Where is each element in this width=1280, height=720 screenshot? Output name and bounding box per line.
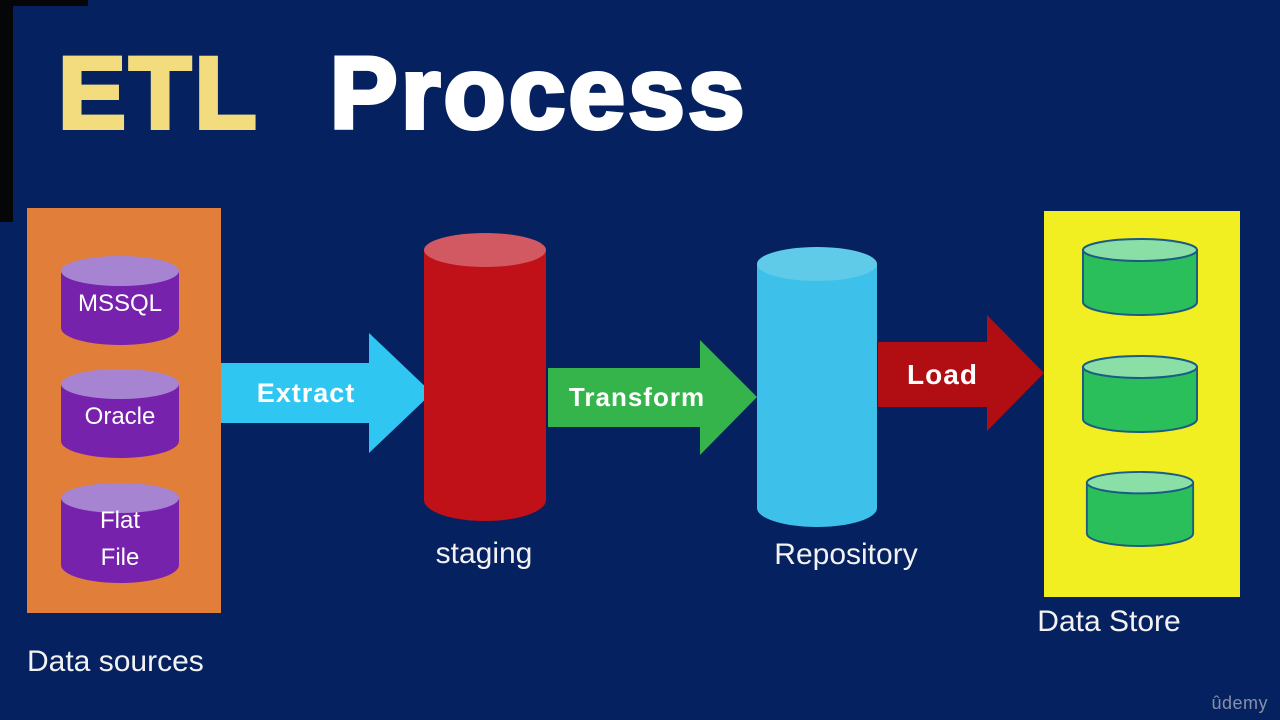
data-sources-caption: Data sources	[27, 645, 204, 678]
top-edge-artifact	[0, 0, 88, 6]
extract-label: Extract	[256, 377, 356, 408]
cylinder-body	[1082, 366, 1198, 433]
data-store-cylinder-1-icon	[1082, 238, 1198, 316]
cylinder-top-face	[1085, 470, 1195, 495]
cylinder-top-face	[757, 247, 877, 281]
mssql-label: MSSQL	[77, 290, 163, 317]
udemy-logo: ûdemy	[1211, 693, 1268, 713]
flat-file-label: Flat File	[61, 501, 179, 577]
cylinder-top-face	[424, 233, 546, 267]
arrow-shape	[548, 340, 757, 455]
oracle-label: Oracle	[84, 403, 156, 430]
cylinder-body	[1082, 249, 1198, 316]
cylinder-body	[757, 264, 877, 527]
flat-file-label-line1: Flat	[99, 506, 140, 534]
page-title: ETL Process	[56, 37, 748, 148]
cylinder-top-face	[61, 483, 179, 513]
left-edge-artifact	[0, 0, 13, 222]
load-label: Load	[907, 358, 978, 390]
transform-label: Transform	[568, 382, 706, 412]
transform-arrow-icon	[548, 340, 757, 455]
arrow-shape	[878, 315, 1044, 431]
cylinder-body	[61, 271, 179, 345]
repository-caption: Repository	[774, 538, 918, 571]
oracle-database-cylinder-icon	[61, 369, 179, 458]
data-store-cylinder-3-icon	[1085, 470, 1195, 548]
mssql-database-cylinder-icon	[61, 256, 179, 345]
cylinder-body	[61, 498, 179, 583]
data-store-cylinder-2-icon	[1082, 355, 1198, 433]
staging-caption: staging	[435, 537, 533, 570]
title-word-process: Process	[328, 36, 748, 150]
cylinder-top-face	[61, 369, 179, 399]
flat-file-label-line2: File	[100, 544, 140, 571]
cylinder-top-face	[1082, 355, 1198, 379]
data-store-caption: Data Store	[1037, 605, 1181, 638]
flat-file-cylinder-icon	[61, 483, 179, 583]
extract-arrow-icon	[221, 333, 432, 453]
arrow-shape	[221, 333, 432, 453]
repository-cylinder-icon	[757, 247, 877, 527]
title-word-etl: ETL	[56, 36, 260, 150]
cylinder-body	[1085, 481, 1195, 548]
cylinder-body	[61, 384, 179, 458]
cylinder-body	[424, 250, 546, 521]
staging-cylinder-icon	[424, 233, 546, 521]
load-arrow-icon	[878, 315, 1044, 431]
cylinder-top-face	[1082, 238, 1198, 262]
cylinder-top-face	[61, 256, 179, 286]
